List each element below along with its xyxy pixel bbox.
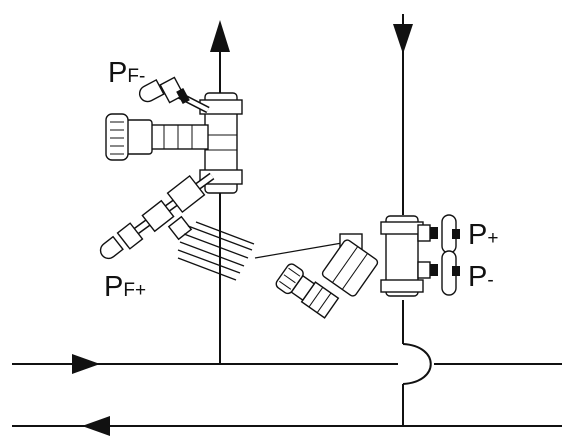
- p-plus-test-port: [417, 214, 460, 254]
- p-minus-test-port: [417, 250, 460, 296]
- flow-limiter-valve: [99, 76, 255, 281]
- pf-minus-test-port: [138, 76, 210, 114]
- differential-pressure-controller: [275, 214, 460, 319]
- lower-main-pipe: [12, 416, 562, 436]
- flow-arrow-down: [393, 24, 413, 54]
- controller-body: [321, 239, 379, 297]
- label-pf-plus: PF+: [104, 271, 146, 303]
- capillary-coil: [177, 221, 255, 281]
- flow-limiter-handwheel: [105, 113, 209, 161]
- label-p-minus: P-: [468, 261, 494, 293]
- flow-arrow-left: [82, 416, 110, 436]
- flow-arrow-up: [210, 20, 230, 52]
- pf-plus-test-port: [99, 172, 215, 260]
- controller-handwheel: [275, 263, 340, 319]
- flow-arrow-right: [72, 354, 100, 374]
- capillary-tube: [254, 242, 343, 259]
- upper-main-pipe: [12, 354, 562, 374]
- label-p-plus: P+: [468, 219, 498, 251]
- supply-riser: [210, 20, 230, 364]
- label-pf-minus: PF-: [108, 57, 145, 89]
- return-riser: [393, 14, 432, 426]
